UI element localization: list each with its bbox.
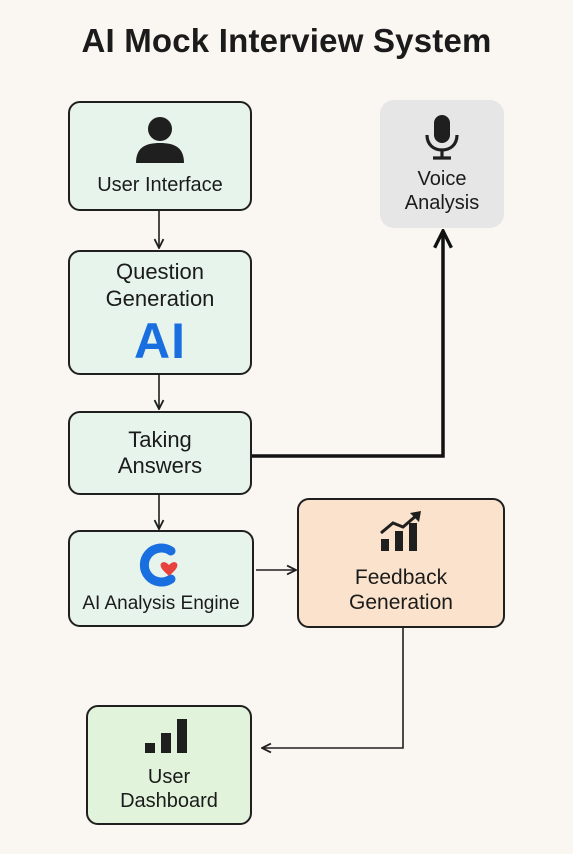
microphone-icon (425, 115, 459, 160)
user-icon (136, 117, 184, 163)
trending-bar-chart-icon (380, 510, 421, 551)
ai-badge: AI (134, 312, 186, 369)
arrow-answers-to-voice (250, 233, 443, 458)
arrow-feedback-to-dashboard (262, 628, 404, 748)
node-user-interface-label: User Interface (97, 174, 223, 196)
diagram-title: AI Mock Interview System (81, 22, 492, 59)
node-user-dashboard-label-2: Dashboard (120, 790, 218, 812)
node-taking-answers-label-2: Answers (117, 453, 203, 478)
node-voice-analysis[interactable]: Voice Analysis (380, 100, 504, 228)
node-ai-analysis-engine[interactable]: AI Analysis Engine (68, 530, 254, 627)
node-question-generation-label-2: Generation (105, 285, 215, 311)
node-voice-analysis-label-1: Voice (417, 168, 467, 190)
node-user-interface[interactable]: User Interface (68, 101, 252, 211)
node-feedback-generation[interactable]: Feedback Generation (297, 498, 505, 628)
node-ai-analysis-engine-label: AI Analysis Engine (82, 593, 240, 615)
node-user-dashboard[interactable]: User Dashboard (86, 705, 252, 825)
analysis-engine-logo-icon (139, 543, 178, 587)
node-user-dashboard-label-1: User (147, 766, 191, 788)
node-question-generation-label-1: Question (115, 259, 205, 285)
node-question-generation[interactable]: Question Generation AI (68, 250, 252, 375)
node-feedback-generation-label-1: Feedback (354, 565, 448, 589)
node-feedback-generation-label-2: Generation (349, 591, 453, 614)
node-voice-analysis-label-2: Analysis (404, 192, 480, 214)
node-taking-answers[interactable]: Taking Answers (68, 411, 252, 495)
node-taking-answers-label-1: Taking (128, 426, 192, 452)
bar-chart-icon (145, 719, 187, 753)
